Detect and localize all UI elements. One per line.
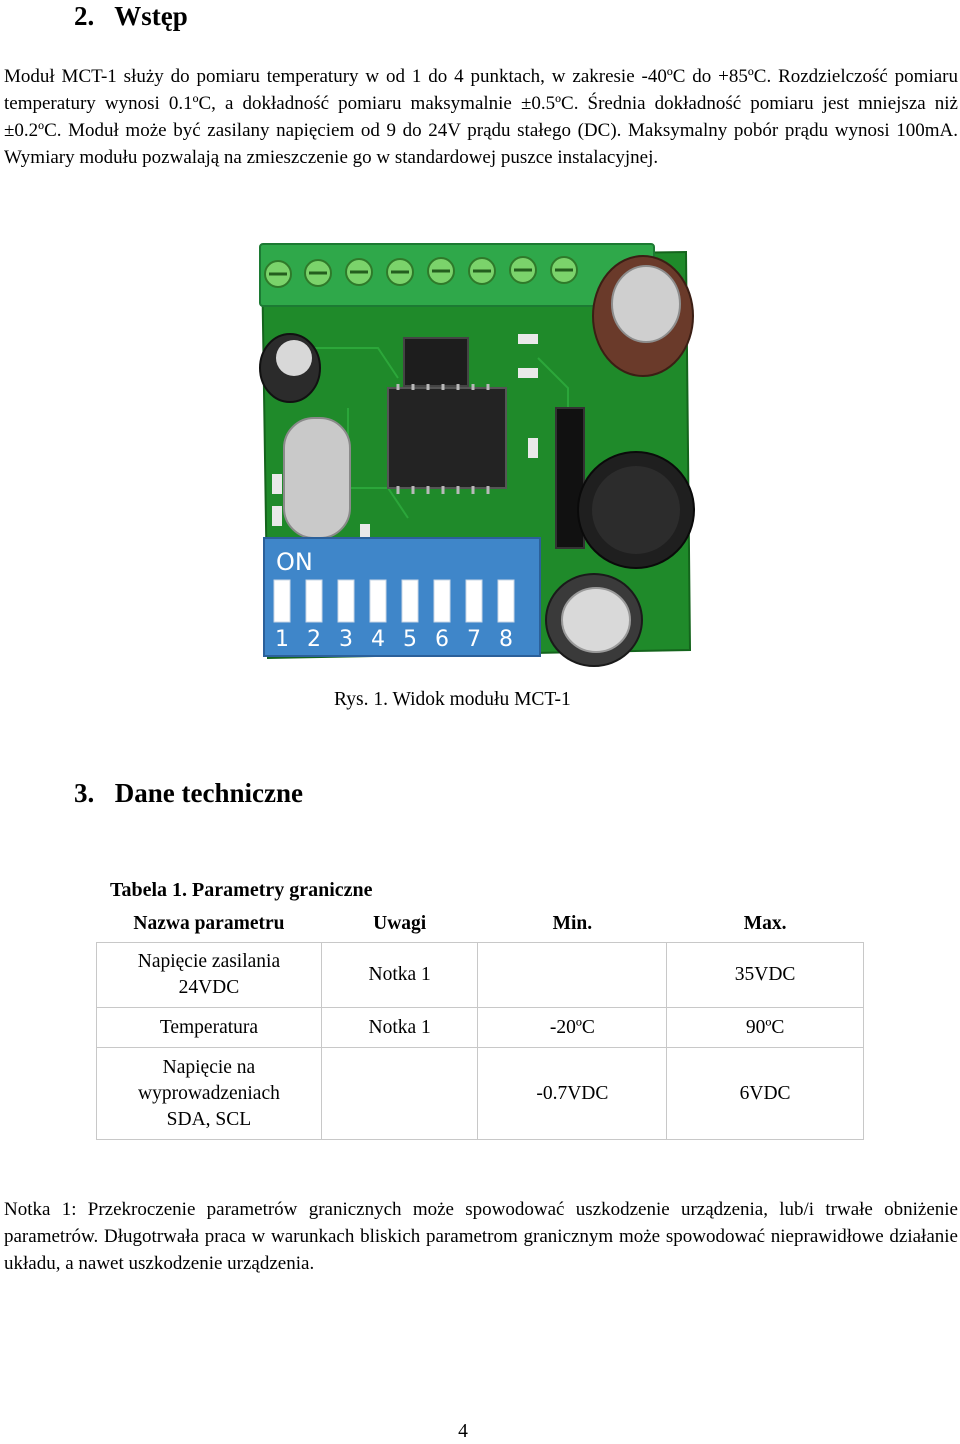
dip-number: 7 — [467, 627, 481, 652]
figure-caption: Rys. 1. Widok modułu MCT-1 — [334, 689, 571, 710]
dip-number: 3 — [339, 627, 353, 652]
dip-number: 1 — [275, 627, 289, 652]
dip-number: 2 — [307, 627, 321, 652]
table-caption: Tabela 1. Parametry graniczne — [110, 879, 373, 901]
parameters-table: Nazwa parametru Uwagi Min. Max. Napięcie… — [96, 905, 864, 1140]
module-photo: ON 1 2 3 4 5 6 7 8 — [238, 238, 698, 668]
table-header-row: Nazwa parametru Uwagi Min. Max. — [96, 905, 864, 943]
intro-heading-title: Wstęp — [114, 1, 188, 31]
cell-note — [320, 1047, 479, 1140]
page-number: 4 — [458, 1421, 468, 1442]
dip-number: 8 — [499, 627, 513, 652]
note-paragraph: Notka 1: Przekroczenie parametrów granic… — [4, 1199, 958, 1274]
dip-on-label: ON — [276, 548, 313, 576]
intro-heading-number: 2. — [74, 1, 95, 31]
dip-number: 4 — [371, 627, 385, 652]
cell-min — [477, 942, 668, 1008]
pcb-illustration: ON 1 2 3 4 5 6 7 8 — [238, 238, 698, 668]
specs-heading-title: Dane techniczne — [114, 778, 303, 808]
cell-max: 90ºC — [666, 1007, 864, 1048]
cell-note: Notka 1 — [320, 1007, 479, 1048]
header-name: Nazwa parametru — [96, 905, 322, 943]
cell-min: -0.7VDC — [477, 1047, 668, 1140]
intro-paragraph: Moduł MCT-1 służy do pomiaru temperatury… — [4, 66, 958, 168]
table-row: Temperatura Notka 1 -20ºC 90ºC — [96, 1007, 864, 1048]
cell-max: 6VDC — [666, 1047, 864, 1140]
dip-number: 6 — [435, 627, 449, 652]
specs-heading: 3. Dane techniczne — [74, 777, 303, 809]
intro-heading: 2. Wstęp — [74, 0, 188, 32]
cell-note: Notka 1 — [320, 942, 479, 1008]
header-min: Min. — [477, 905, 667, 943]
header-max: Max. — [666, 905, 864, 943]
dip-number: 5 — [403, 627, 417, 652]
cell-name: Temperatura — [96, 1007, 322, 1048]
cell-max: 35VDC — [666, 942, 864, 1008]
specs-heading-number: 3. — [74, 778, 95, 808]
cell-min: -20ºC — [477, 1007, 668, 1048]
header-notes: Uwagi — [321, 905, 478, 943]
